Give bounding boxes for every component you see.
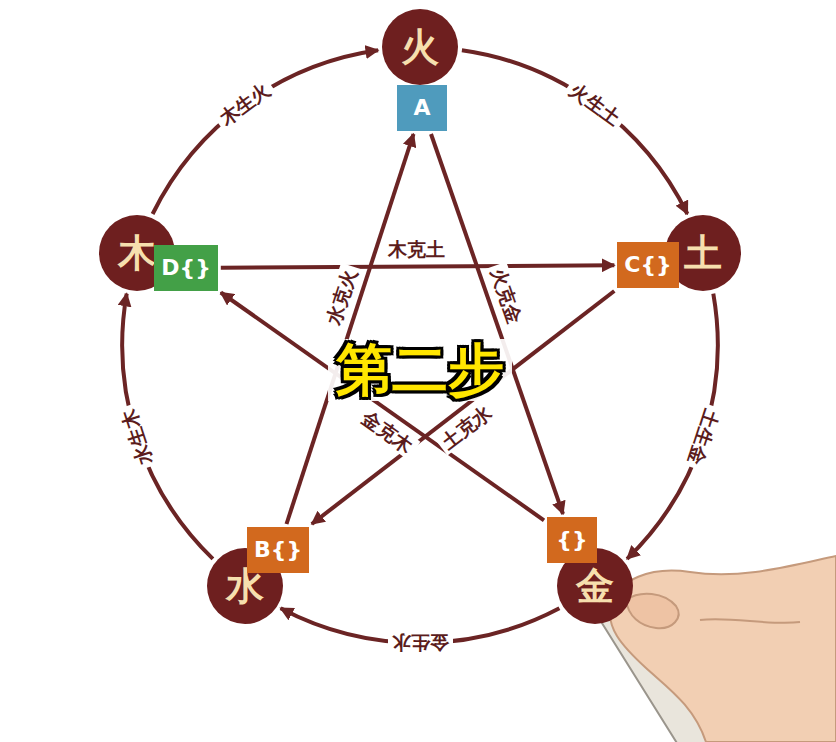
tag-text: A xyxy=(413,97,430,119)
element-name: 火 xyxy=(401,28,439,66)
tag-text: {} xyxy=(556,529,587,551)
element-name: 金 xyxy=(576,567,614,605)
tag-square: D{} xyxy=(154,245,218,291)
thumb xyxy=(626,594,679,628)
tag-square: C{} xyxy=(617,242,678,288)
edge-label: 木克土 xyxy=(384,237,449,259)
edge-label: 火克金 xyxy=(485,262,527,331)
tag-text: C{} xyxy=(624,254,671,276)
tag-text: D{} xyxy=(161,257,211,279)
edge-label: 水克火 xyxy=(321,263,362,332)
control-line xyxy=(312,291,615,524)
finger-crease xyxy=(700,619,800,623)
element-circle: 火 xyxy=(382,9,458,85)
edge-label: 木生火 xyxy=(212,76,278,132)
element-name: 木 xyxy=(118,234,156,272)
tag-square: B{} xyxy=(247,527,309,573)
generation-arc xyxy=(153,50,379,214)
control-line xyxy=(221,265,615,268)
step-title: 第二步 xyxy=(328,339,512,401)
edge-label: 金生水 xyxy=(388,632,453,654)
tag-text: B{} xyxy=(254,539,302,561)
edge-label: 火生土 xyxy=(562,76,628,132)
control-line xyxy=(287,134,414,524)
edge-label: 土生金 xyxy=(683,403,724,472)
circle-fill xyxy=(382,9,458,85)
tag-square: {} xyxy=(547,517,597,563)
edge-label: 土克水 xyxy=(434,399,499,456)
hand xyxy=(610,556,836,742)
generation-arc xyxy=(462,50,688,214)
edge-label: 水生木 xyxy=(116,403,157,472)
control-line xyxy=(221,293,544,521)
tag-square: A xyxy=(397,85,447,131)
element-name: 土 xyxy=(684,234,722,272)
edge-label: 金克木 xyxy=(355,405,421,460)
